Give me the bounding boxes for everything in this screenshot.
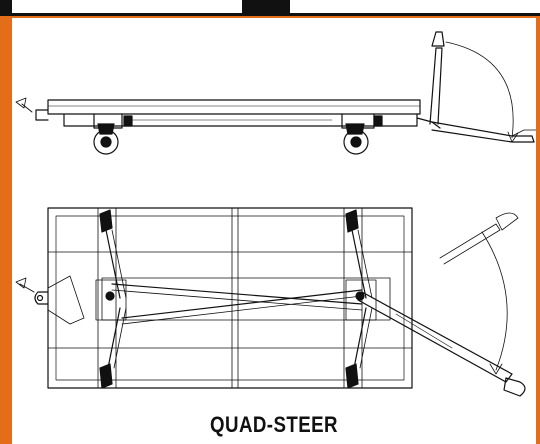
- top-view-axle-left: [95, 207, 127, 389]
- top-view-frame: [47, 207, 413, 389]
- diagram-caption: QUAD-STEER: [210, 412, 338, 437]
- top-view-tie-rods: [111, 283, 363, 325]
- top-border-segment: [12, 0, 242, 13]
- side-view-cart: [15, 97, 441, 129]
- quad-steer-diagram: [15, 31, 536, 397]
- top-view-pull-handle: [357, 291, 526, 397]
- top-border-bar: [0, 0, 540, 16]
- diagram-panel: QUAD-STEER: [12, 18, 536, 444]
- side-view-caster-left: [93, 113, 133, 155]
- top-view-axle-right: [343, 207, 377, 389]
- top-view-front-hitch: [15, 275, 85, 325]
- top-border-segment: [290, 0, 540, 13]
- side-view-handle: [429, 31, 536, 143]
- top-view-handle-alt: [439, 212, 519, 375]
- side-view-caster-right: [341, 113, 383, 155]
